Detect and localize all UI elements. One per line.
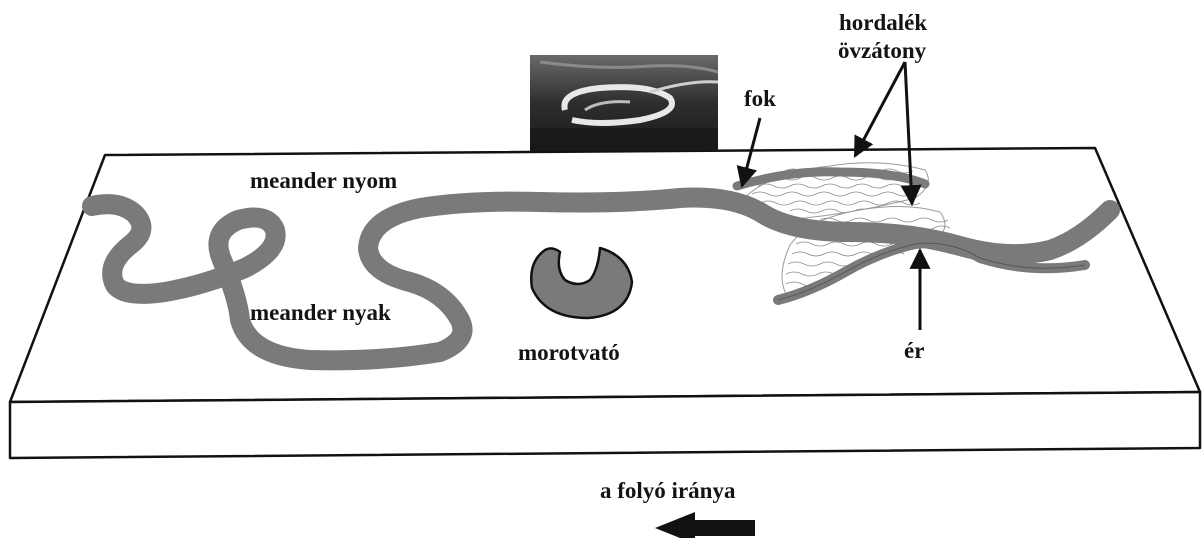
flow-direction-arrow [655, 512, 755, 538]
aerial-photo [530, 55, 718, 151]
levee-arrow-upper [855, 62, 905, 156]
label-cutoff: fok [744, 86, 776, 111]
label-channel: ér [904, 338, 924, 363]
label-levee-line2: övzátony [838, 38, 927, 63]
label-meander-scar: meander nyom [250, 168, 397, 193]
label-oxbow-lake: morotvató [518, 340, 620, 365]
label-levee-line1: hordalék [839, 10, 927, 35]
label-meander-neck: meander nyak [250, 300, 391, 325]
block-front-face [10, 392, 1200, 458]
label-flow-direction: a folyó iránya [600, 478, 736, 503]
